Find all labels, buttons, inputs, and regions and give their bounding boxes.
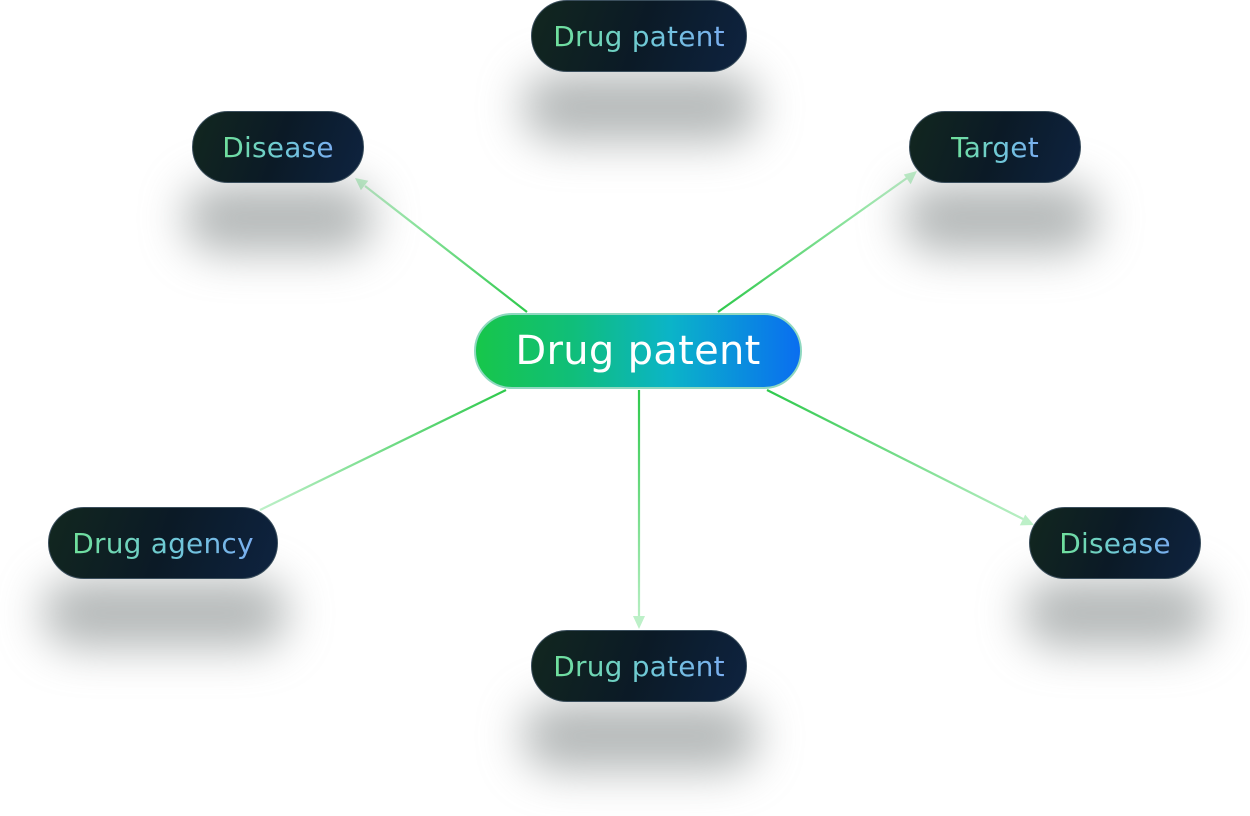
node-shadow — [902, 183, 1098, 253]
node-label: Drug patent — [553, 20, 725, 53]
node-target-upper-right[interactable]: Target — [909, 111, 1081, 183]
node-label: Drug patent — [553, 650, 725, 683]
node-label: Disease — [1059, 527, 1171, 560]
edge-to-upper-right — [718, 178, 907, 312]
node-label: Disease — [222, 131, 334, 164]
edge-to-right — [767, 390, 1023, 519]
arrowhead-right — [1020, 515, 1034, 526]
edge-to-upper-left — [365, 186, 527, 312]
node-shadow — [1022, 578, 1210, 648]
node-drug-agency-left[interactable]: Drug agency — [48, 507, 278, 579]
center-node-label: Drug patent — [515, 328, 760, 374]
center-node-drug-patent[interactable]: Drug patent — [474, 313, 802, 389]
node-shadow — [42, 578, 288, 648]
arrowhead-bottom — [633, 616, 645, 629]
node-shadow — [184, 183, 374, 253]
node-shadow — [522, 72, 758, 142]
node-disease-right[interactable]: Disease — [1029, 507, 1201, 579]
node-label: Drug agency — [72, 527, 254, 560]
node-shadow — [522, 701, 758, 771]
node-label: Target — [951, 131, 1039, 164]
node-drug-patent-top[interactable]: Drug patent — [531, 0, 747, 72]
edge-to-left — [260, 390, 506, 510]
node-drug-patent-bottom[interactable]: Drug patent — [531, 630, 747, 702]
node-disease-upper-left[interactable]: Disease — [192, 111, 364, 183]
